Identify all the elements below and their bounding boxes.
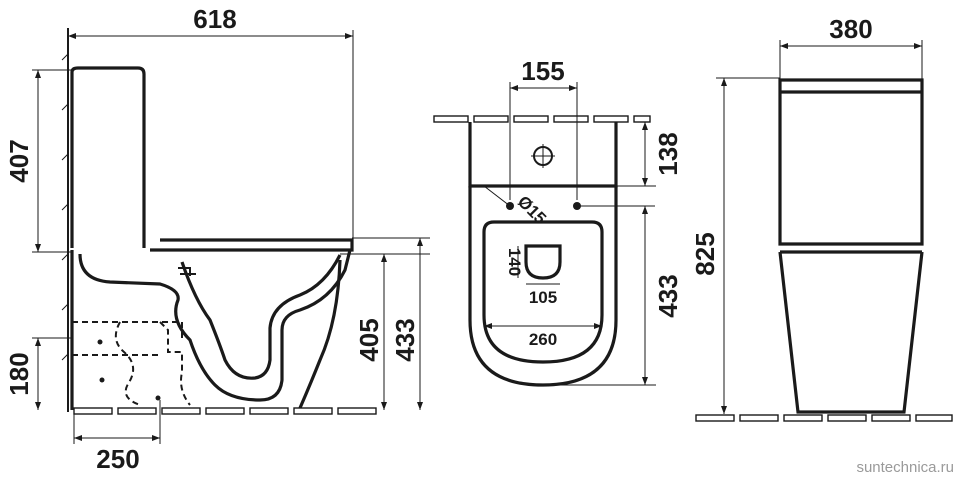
side-view: 618 407 180 250 405 433 [4, 4, 430, 474]
side-floor [73, 407, 377, 415]
bowl-front [298, 259, 342, 409]
watermark: suntechnica.ru [856, 459, 954, 476]
tank-outline [70, 66, 146, 248]
front-tank [778, 78, 924, 246]
top-view: 155 138 Ø15 433 140 105 260 [433, 56, 683, 387]
dim-tank-height-407: 407 [4, 139, 34, 182]
dim-total-height-825: 825 [690, 232, 720, 275]
dim-pipe-offset-250: 250 [96, 444, 139, 474]
seat-outline [150, 238, 354, 252]
pipe-dashed [72, 321, 191, 406]
dim-tank-depth-138: 138 [653, 132, 683, 175]
dim-front-width-380: 380 [829, 14, 872, 44]
top-bowl [468, 186, 618, 387]
top-wall [433, 115, 651, 123]
bowl-trap [78, 249, 352, 402]
dim-bowl-width-260: 260 [529, 330, 557, 349]
front-floor [695, 414, 953, 422]
front-pedestal [778, 251, 924, 414]
dim-width-618: 618 [193, 4, 236, 34]
dim-rim-inner-405: 405 [354, 318, 384, 361]
front-view: 380 825 [690, 14, 953, 422]
dim-rim-433: 433 [390, 318, 420, 361]
top-bowl-inner [482, 220, 604, 364]
dim-pipe-height-180: 180 [4, 352, 34, 395]
dim-outlet-140: 140 [505, 248, 524, 276]
wall-hatch [61, 53, 69, 361]
dim-outlet-105: 105 [529, 288, 557, 307]
bowl-inner [180, 254, 342, 380]
rim-detail [178, 267, 196, 276]
outlet-hole [524, 244, 562, 280]
dim-hole-spacing-155: 155 [521, 56, 564, 86]
dim-bowl-length-433: 433 [653, 274, 683, 317]
top-tank [468, 122, 618, 188]
